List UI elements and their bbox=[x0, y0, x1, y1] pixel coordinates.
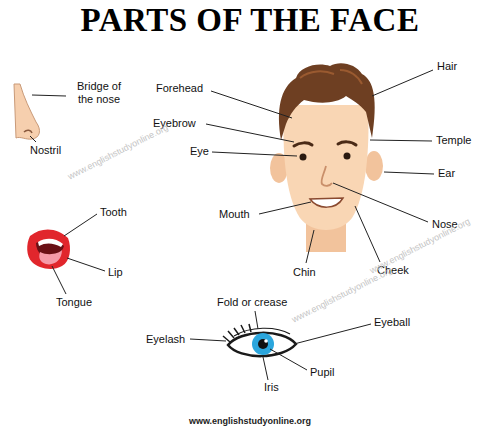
mouth-smile bbox=[310, 198, 343, 207]
part-label: Nostril bbox=[30, 144, 61, 157]
credit-text: www.englishstudyonline.org bbox=[189, 416, 311, 426]
nostril-mark bbox=[24, 130, 32, 133]
watermark: www.englishstudyonline.org bbox=[66, 122, 170, 182]
part-label: Bridge of the nose bbox=[68, 80, 130, 105]
part-label: Ear bbox=[438, 167, 455, 180]
part-label: Iris bbox=[264, 381, 279, 394]
teeth bbox=[38, 239, 63, 247]
part-label: Eyelash bbox=[146, 333, 185, 346]
part-label: Tongue bbox=[56, 296, 92, 309]
nose-profile bbox=[14, 84, 39, 139]
part-label: Eye bbox=[190, 145, 209, 158]
hair-shape bbox=[279, 63, 375, 140]
part-label: Chin bbox=[293, 266, 316, 279]
eye-left bbox=[300, 154, 307, 161]
eye-glint bbox=[264, 339, 268, 343]
title: PARTS OF THE FACE bbox=[0, 2, 500, 39]
eye-right bbox=[344, 153, 351, 160]
tongue-shape bbox=[39, 250, 62, 264]
leader-lines bbox=[30, 70, 434, 380]
part-label: Pupil bbox=[310, 366, 334, 379]
part-label: Lip bbox=[108, 266, 123, 279]
face-skin bbox=[283, 105, 368, 230]
part-label: Temple bbox=[436, 134, 471, 147]
iris-shape bbox=[252, 333, 274, 355]
ear-right bbox=[365, 151, 383, 181]
eyebrow-left bbox=[294, 143, 312, 146]
part-label: Hair bbox=[437, 60, 457, 73]
part-label: Fold or crease bbox=[217, 296, 287, 309]
nose-mark bbox=[321, 166, 332, 186]
pupil-shape bbox=[258, 339, 268, 349]
part-label: Mouth bbox=[219, 208, 250, 221]
lips bbox=[27, 229, 70, 269]
hair-highlight bbox=[300, 70, 362, 84]
part-label: Tooth bbox=[100, 206, 127, 219]
part-label: Eyeball bbox=[374, 316, 410, 329]
eyelash-marks bbox=[223, 324, 251, 342]
part-label: Forehead bbox=[156, 82, 203, 95]
eyebrow-right bbox=[338, 142, 356, 145]
eye-outline bbox=[228, 333, 296, 356]
